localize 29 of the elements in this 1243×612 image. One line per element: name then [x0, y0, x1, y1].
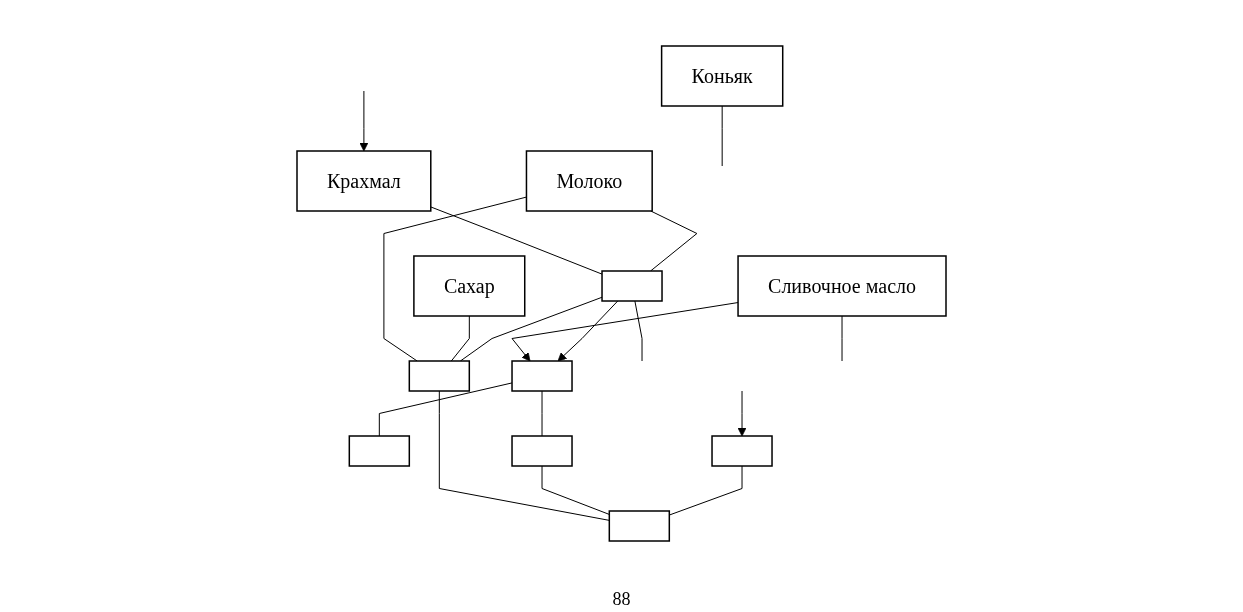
node-box	[511, 435, 573, 467]
arrow	[511, 302, 739, 362]
connector	[450, 315, 470, 362]
connector	[430, 206, 603, 275]
connector	[541, 465, 610, 515]
connector	[650, 210, 698, 272]
connector	[383, 196, 527, 362]
connector	[541, 390, 543, 437]
connector	[634, 300, 643, 362]
node-box	[348, 435, 411, 467]
node-box	[608, 510, 671, 542]
arrow	[737, 390, 747, 437]
node-box: Крахмал	[296, 150, 432, 212]
page-number: 88	[612, 589, 631, 609]
connector	[721, 105, 723, 167]
node-box: Сахар	[413, 255, 526, 317]
connector	[459, 296, 603, 362]
arrow	[557, 300, 619, 362]
connector	[841, 315, 843, 362]
node-box	[711, 435, 773, 467]
arrow	[359, 90, 369, 152]
node-box	[511, 360, 573, 392]
node-box: Коньяк	[660, 45, 784, 107]
node-box	[601, 270, 663, 302]
node-box: Сливочное масло	[737, 255, 947, 317]
node-box	[408, 360, 471, 392]
node-box: Молоко	[525, 150, 653, 212]
connector	[378, 382, 513, 437]
connector	[438, 390, 610, 521]
